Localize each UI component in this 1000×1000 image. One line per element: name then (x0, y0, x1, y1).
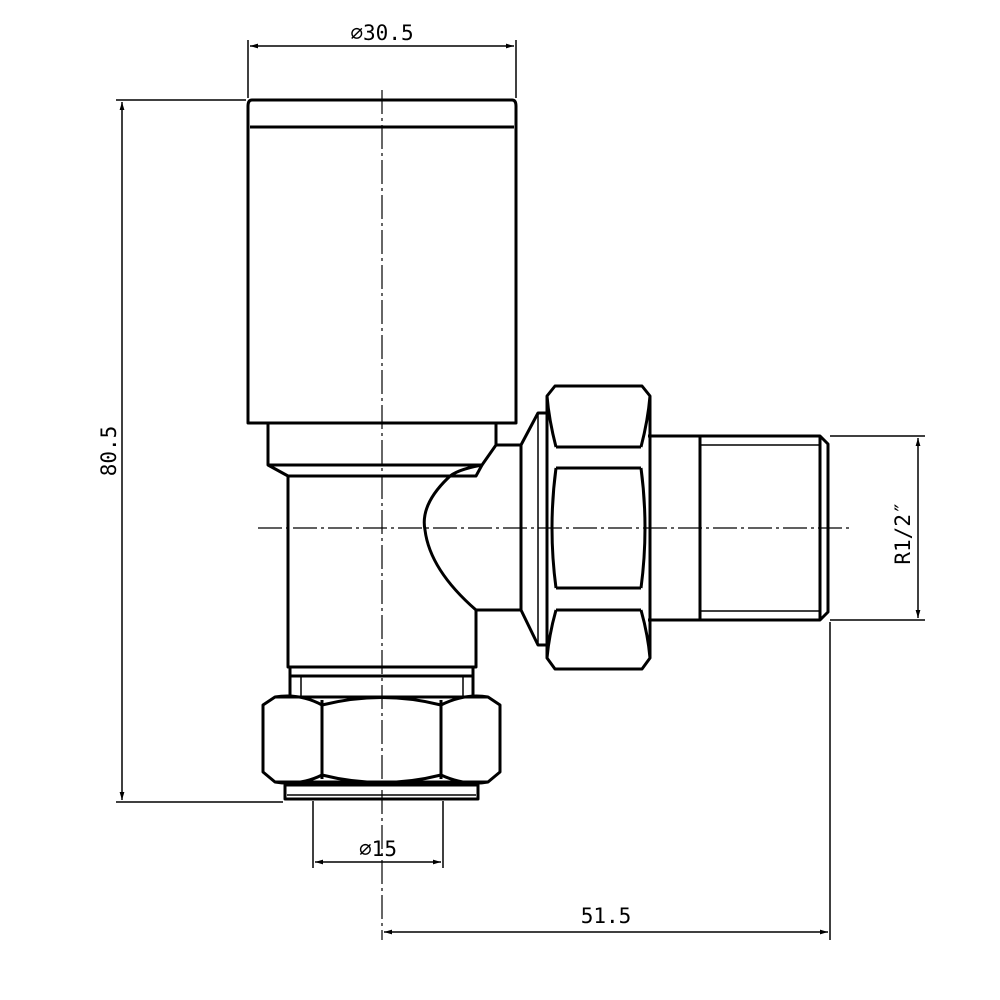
flange (519, 411, 549, 647)
dimension-horizontal-offset: 51.5 (384, 622, 831, 940)
valve-head (246, 98, 518, 425)
valve-body (286, 443, 523, 669)
dimension-overall-height: 80.5 (97, 99, 283, 803)
lower-ring (288, 667, 475, 697)
union-nut-right (545, 384, 652, 671)
dimension-thread-size: R1/2″ (830, 435, 925, 621)
threaded-tail (648, 434, 830, 622)
thread-size-label: R1/2″ (891, 501, 915, 564)
dimension-bottom-diameter: ⌀15 (312, 801, 444, 868)
bottom-diameter-label: ⌀15 (359, 837, 397, 861)
top-diameter-label: ⌀30.5 (350, 21, 413, 45)
overall-height-label: 80.5 (97, 426, 121, 477)
tail-base (283, 783, 480, 801)
union-nut-bottom (261, 694, 502, 785)
dimension-top-diameter: ⌀30.5 (247, 21, 517, 98)
horizontal-offset-label: 51.5 (581, 904, 632, 928)
